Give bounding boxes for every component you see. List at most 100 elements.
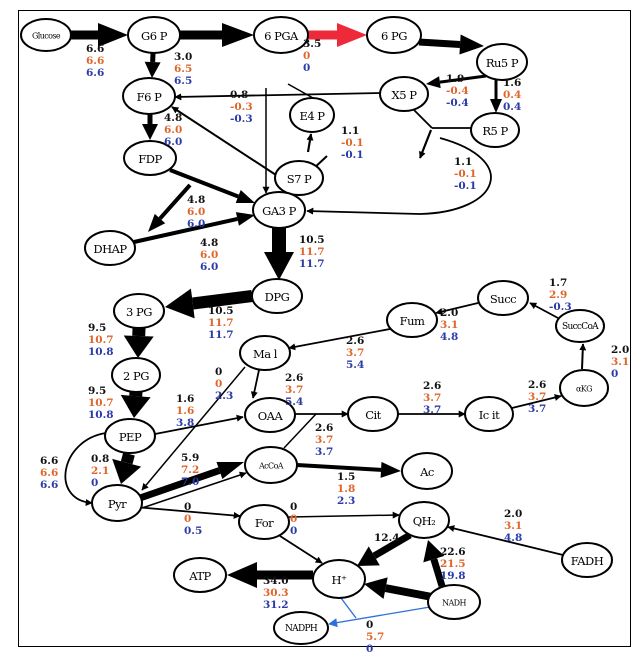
flux-value: 22.6 [440, 546, 466, 558]
node-akg[interactable]: αKG [559, 369, 609, 407]
node-e4p[interactable]: E4 P [289, 97, 335, 133]
node-icit[interactable]: Ic it [464, 396, 514, 432]
edge-nadh-hplus-head [364, 577, 388, 599]
edge-f6p-fdp [142, 114, 158, 140]
flux-value: 3.7 [315, 446, 333, 458]
edge-pep-pyr-head [112, 458, 142, 484]
node-fdp[interactable]: FDP [123, 140, 177, 176]
edge-pep-pyr-shaft [120, 452, 135, 465]
edge-akg-succcoa [579, 343, 587, 370]
node-x5p[interactable]: X5 P [379, 76, 429, 112]
node-nadph[interactable]: NADPH [273, 611, 329, 645]
flux-value: -0.3 [230, 113, 253, 125]
edge-ga3p-dpg-head [264, 252, 294, 280]
flux-value: 2.1 [91, 465, 109, 477]
node-hplus[interactable]: H⁺ [312, 559, 366, 599]
node-cit[interactable]: Cit [347, 396, 399, 432]
flux-value: 0 [290, 501, 297, 513]
flux-value: 3.7 [528, 403, 546, 415]
node-3pg[interactable]: 3 PG [113, 293, 165, 329]
flux-value: 0 [184, 501, 191, 513]
node-ga3p[interactable]: GA3 P [252, 191, 306, 229]
edge-ga3p-dpg-shaft [272, 228, 286, 252]
node-accoa[interactable]: AcCoA [244, 446, 298, 484]
node-label: SuccCoA [562, 322, 599, 332]
flux-value: 1.1 [454, 156, 472, 168]
flux-value: 0 [290, 525, 297, 537]
edge-dpg-3pg-shaft [192, 290, 253, 310]
flux-value: 2.6 [423, 380, 441, 392]
edge-pyr-for [134, 506, 241, 519]
node-ac[interactable]: Ac [401, 452, 453, 490]
node-pyr[interactable]: Pyr [91, 484, 143, 522]
node-label: R5 P [482, 124, 508, 138]
flux-value: 2.3 [215, 390, 233, 402]
node-oaa[interactable]: OAA [244, 397, 296, 433]
edge-3pg-2pg [123, 327, 154, 358]
flux-value: 0 [366, 619, 373, 631]
node-2pg[interactable]: 2 PG [111, 357, 161, 393]
flux-value: 30.3 [263, 587, 289, 599]
node-ellipse [104, 418, 156, 454]
node-ellipse [477, 280, 529, 316]
edge-glucose-g6p-head [98, 23, 128, 47]
flux-value: 0 [215, 366, 222, 378]
edge-accoa-ac [296, 461, 401, 478]
node-label: AcCoA [258, 462, 284, 471]
flux-value: 6.0 [164, 124, 182, 136]
node-succ[interactable]: Succ [477, 280, 529, 316]
flux-value: 6.6 [86, 67, 104, 79]
flux-value: 6.6 [40, 479, 58, 491]
node-nadh[interactable]: NADH [427, 584, 481, 620]
edge-g6p-6pga [180, 23, 254, 47]
edge-fdp-dhap [148, 183, 192, 232]
node-atp[interactable]: ATP [173, 557, 227, 593]
node-dhap[interactable]: DHAP [84, 230, 136, 266]
edge-ru5p-r5p-shaft [494, 80, 498, 99]
flux-value: 3.0 [174, 51, 192, 63]
flux-value: 2.6 [315, 422, 333, 434]
node-for[interactable]: For [238, 504, 290, 540]
node-ellipse [559, 369, 609, 407]
node-s7p[interactable]: S7 P [274, 160, 324, 196]
node-6pga[interactable]: 6 PGA [253, 16, 309, 54]
node-glucose[interactable]: Glucose [20, 18, 72, 52]
node-ellipse [273, 611, 329, 645]
node-ellipse [386, 302, 438, 338]
flux-value: 0 [303, 50, 310, 62]
edge-hplus-atp-head [227, 562, 257, 588]
node-f6p[interactable]: F6 P [122, 77, 176, 115]
node-ellipse [251, 278, 303, 314]
node-ellipse [555, 309, 605, 343]
flux-label-s7p_ga3p: 1.1-0.1-0.1 [454, 156, 477, 192]
node-r5p[interactable]: R5 P [470, 112, 520, 148]
node-ellipse [20, 18, 72, 52]
flux-value: 6.0 [200, 261, 218, 273]
node-label: Ru5 P [486, 56, 519, 70]
node-mal[interactable]: Ma l [239, 335, 291, 371]
node-g6p[interactable]: G6 P [127, 16, 181, 54]
flux-value: 1.1 [341, 125, 359, 137]
flux-value: 0 [290, 513, 297, 525]
flux-value: 3.7 [423, 392, 441, 404]
node-qh2[interactable]: QH₂ [398, 501, 450, 539]
edge-g6p-f6p-shaft [150, 52, 156, 63]
node-pep[interactable]: PEP [104, 418, 156, 454]
node-dpg[interactable]: DPG [251, 278, 303, 314]
edge-6pg-ru5p-shaft [418, 38, 461, 49]
node-fum[interactable]: Fum [386, 302, 438, 338]
flux-value: 0 [184, 513, 191, 525]
node-ru5p[interactable]: Ru5 P [476, 43, 528, 81]
flux-value: 6.6 [40, 455, 58, 467]
flux-value: 19.8 [440, 570, 466, 582]
node-ellipse [427, 584, 481, 620]
node-fadh[interactable]: FADH [561, 542, 613, 578]
node-ellipse [274, 160, 324, 196]
node-label: Ac [419, 465, 434, 479]
edge-icit-akg [511, 394, 562, 409]
node-6pg[interactable]: 6 PG [366, 16, 422, 54]
node-succcoa[interactable]: SuccCoA [555, 309, 605, 343]
